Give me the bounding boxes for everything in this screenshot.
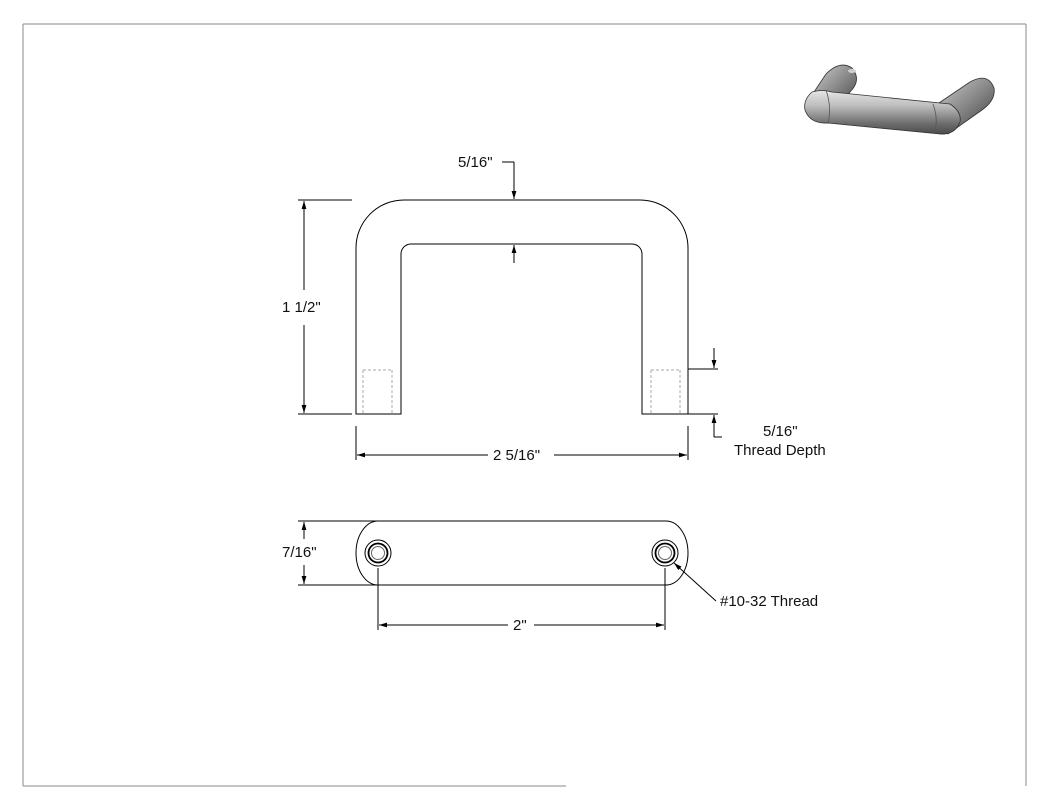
wall-thickness-dimension [502,161,517,263]
thread-depth-dimension [688,348,722,438]
thread-callout-label: #10-32 Thread [720,593,818,610]
thread-depth-value: 5/16" [763,423,798,440]
front-view: 5/16" 1 1/2" 2 5/16" 5/16" Thread Depth [282,154,826,464]
thread-hole-right [651,539,679,567]
thread-depth-label: Thread Depth [734,442,826,459]
hidden-thread-left [362,369,393,414]
wall-thickness-label: 5/16" [458,154,493,171]
height-label: 1 1/2" [282,299,321,316]
thread-callout-leader [673,562,717,602]
width-dimension [298,520,380,586]
handle-3d-render [804,64,995,135]
height-dimension [298,199,352,415]
sheet-border [22,23,1027,787]
width-label: 7/16" [282,544,317,561]
hole-spacing-dimension [377,568,666,630]
handle-outline-front [355,199,689,415]
thread-hole-left [364,539,392,567]
handle-outline-bottom [355,520,689,586]
hidden-thread-right [650,369,681,414]
overall-length-dimension [355,426,689,460]
overall-length-label: 2 5/16" [493,447,540,464]
hole-spacing-label: 2" [513,617,527,634]
bottom-view: 7/16" 2" #10-32 Thread [282,520,818,634]
